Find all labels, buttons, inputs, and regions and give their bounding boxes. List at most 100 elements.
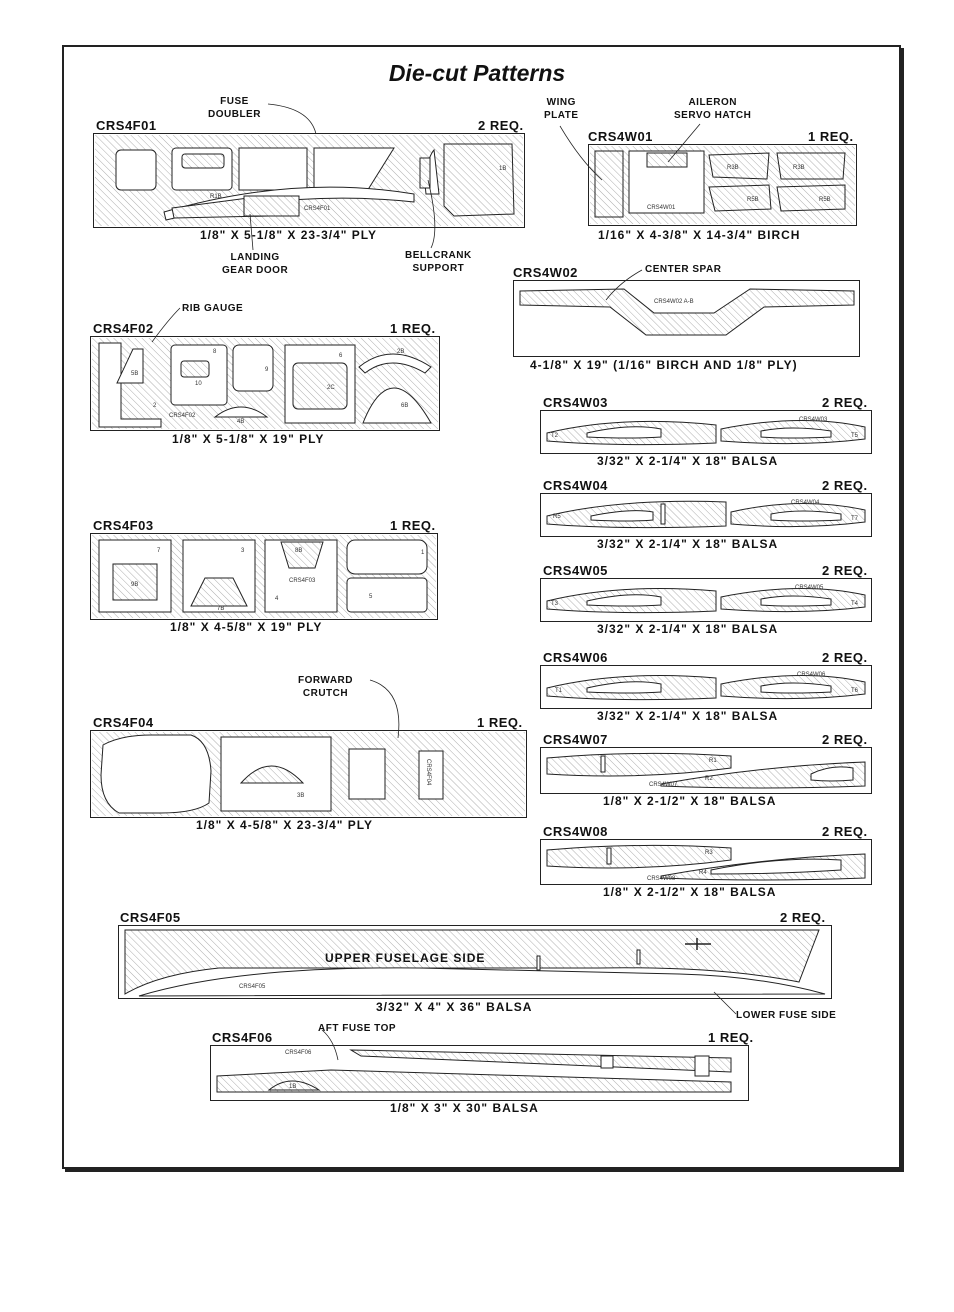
w06-code: CRS4W06 [543,650,608,665]
note-fuse-doubler-line1: FUSE [220,96,249,107]
note-aileron-servo-hatch-line2: SERVO HATCH [674,110,752,121]
w01-req: 1 REQ. [808,129,854,144]
f02-part-5b: 5B [131,371,138,377]
f05-code: CRS4F05 [120,910,181,925]
note-landing-gear-door-line2: GEAR DOOR [222,265,289,276]
note-landing-gear-door: LANDING GEAR DOOR [222,251,288,277]
sheet-crs4f03: 7 9B 3 7B 8B CRS4F03 4 5 1 [90,533,438,620]
w02-code: CRS4W02 [513,265,578,280]
f06-code: CRS4F06 [212,1030,273,1045]
sheet-crs4w03: T2 T5 CRS4W03 [540,410,872,454]
f02-req: 1 REQ. [390,321,436,336]
f03-code: CRS4F03 [93,518,154,533]
note-fuse-doubler-line2: DOUBLER [208,109,261,120]
f06-part-label: CRS4F06 [285,1050,312,1056]
f03-part-5: 5 [369,594,373,600]
sheet-crs4w04: R5 T7 CRS4W04 [540,493,872,537]
w06-dim: 3/32" X 2-1/4" X 18" BALSA [597,709,779,723]
f02-part-2c: 2C [327,385,335,391]
w04-req: 2 REQ. [822,478,868,493]
note-fuse-doubler: FUSE DOUBLER [208,95,261,121]
sheet-crs4w06: T1 T6 CRS4W06 [540,665,872,709]
note-forward-crutch: FORWARD CRUTCH [298,674,353,700]
f02-part-2: 2 [153,403,157,409]
sheet-crs4f05: UPPER FUSELAGE SIDE CRS4F05 [118,925,832,999]
note-forward-crutch-line1: FORWARD [298,675,353,686]
f05-dim: 3/32" X 4" X 36" BALSA [376,1000,533,1014]
w03-right: T5 [851,433,859,439]
w08-dim: 1/8" X 2-1/2" X 18" BALSA [603,885,777,899]
w08-part-label: CRS4W08 [647,876,676,882]
w08-code: CRS4W08 [543,824,608,839]
f03-part-4: 4 [275,596,279,602]
w08-req: 2 REQ. [822,824,868,839]
f06-req: 1 REQ. [708,1030,754,1045]
note-bellcrank-support-line1: BELLCRANK [405,250,472,261]
f02-part-9: 9 [265,367,269,373]
f03-part-3: 3 [241,548,245,554]
w04-left: R5 [553,514,561,520]
sheet-crs4w08: R3 R4 CRS4W08 [540,839,872,885]
sheet-crs4f01: CRS4F01 R1B 1B [93,133,525,228]
note-bellcrank-support-line2: SUPPORT [412,263,465,274]
w01-part-r5b: R5B [747,197,759,203]
f02-part-10: 10 [195,381,202,387]
w04-dim: 3/32" X 2-1/4" X 18" BALSA [597,537,779,551]
f01-part-1b: 1B [499,166,506,172]
w01-part-label: CRS4W01 [647,205,676,211]
f02-part-label: CRS4F02 [169,413,196,419]
sheet-crs4w02: CRS4W02 A-B [513,280,860,357]
w03-req: 2 REQ. [822,395,868,410]
f03-req: 1 REQ. [390,518,436,533]
w06-right: T6 [851,688,859,694]
w01-part-r5b2: R5B [819,197,831,203]
f04-part-3b: 3B [297,793,304,799]
w07-code: CRS4W07 [543,732,608,747]
w07-dim: 1/8" X 2-1/2" X 18" BALSA [603,794,777,808]
w07-part-label: CRS4W07 [649,782,678,788]
f04-part-label: CRS4F04 [425,759,431,786]
w04-right: T7 [851,516,859,522]
f02-part-4b: 4B [237,419,244,425]
w05-left: T3 [551,601,559,607]
w06-part-label: CRS4W06 [797,672,826,678]
w03-left: T2 [551,433,559,439]
w05-req: 2 REQ. [822,563,868,578]
w05-code: CRS4W05 [543,563,608,578]
note-aileron-servo-hatch-line1: AILERON [688,97,737,108]
f02-code: CRS4F02 [93,321,154,336]
f02-part-2b: 2B [397,349,404,355]
sheet-crs4f06: CRS4F06 1B [210,1045,749,1101]
f05-req: 2 REQ. [780,910,826,925]
w01-part-r3b: R3B [727,165,739,171]
f03-dim: 1/8" X 4-5/8" X 19" PLY [170,620,323,634]
f02-dim: 1/8" X 5-1/8" X 19" PLY [172,432,325,446]
w01-dim: 1/16" X 4-3/8" X 14-3/4" BIRCH [598,228,801,242]
w06-left: T1 [555,688,563,694]
note-aft-fuse-top: AFT FUSE TOP [318,1023,397,1034]
w02-dim: 4-1/8" X 19" (1/16" BIRCH AND 1/8" PLY) [530,358,798,372]
sheet-crs4f02: 5B 10 8 9 6 2C 2B 6B 4B 2 CRS4F02 [90,336,440,431]
w04-code: CRS4W04 [543,478,608,493]
note-forward-crutch-line2: CRUTCH [302,688,349,699]
note-landing-gear-door-line1: LANDING [230,252,280,263]
note-wing-plate-line2: PLATE [544,110,579,121]
f01-part-label: CRS4F01 [304,206,331,212]
w04-part-label: CRS4W04 [791,500,820,506]
w03-dim: 3/32" X 2-1/4" X 18" BALSA [597,454,779,468]
f04-code: CRS4F04 [93,715,154,730]
f06-dim: 1/8" X 3" X 30" BALSA [390,1101,539,1115]
f01-dim: 1/8" X 5-1/8" X 23-3/4" PLY [200,228,378,242]
note-bellcrank-support: BELLCRANK SUPPORT [405,249,472,275]
w06-req: 2 REQ. [822,650,868,665]
w07-req: 2 REQ. [822,732,868,747]
f01-req: 2 REQ. [478,118,524,133]
f02-part-8: 8 [213,349,217,355]
f04-req: 1 REQ. [477,715,523,730]
sheet-crs4w07: R1 R2 CRS4W07 [540,747,872,794]
w03-code: CRS4W03 [543,395,608,410]
note-rib-gauge: RIB GAUGE [182,303,244,314]
f03-part-1: 1 [421,550,425,556]
f04-dim: 1/8" X 4-5/8" X 23-3/4" PLY [196,818,374,832]
w05-right: T4 [851,601,859,607]
